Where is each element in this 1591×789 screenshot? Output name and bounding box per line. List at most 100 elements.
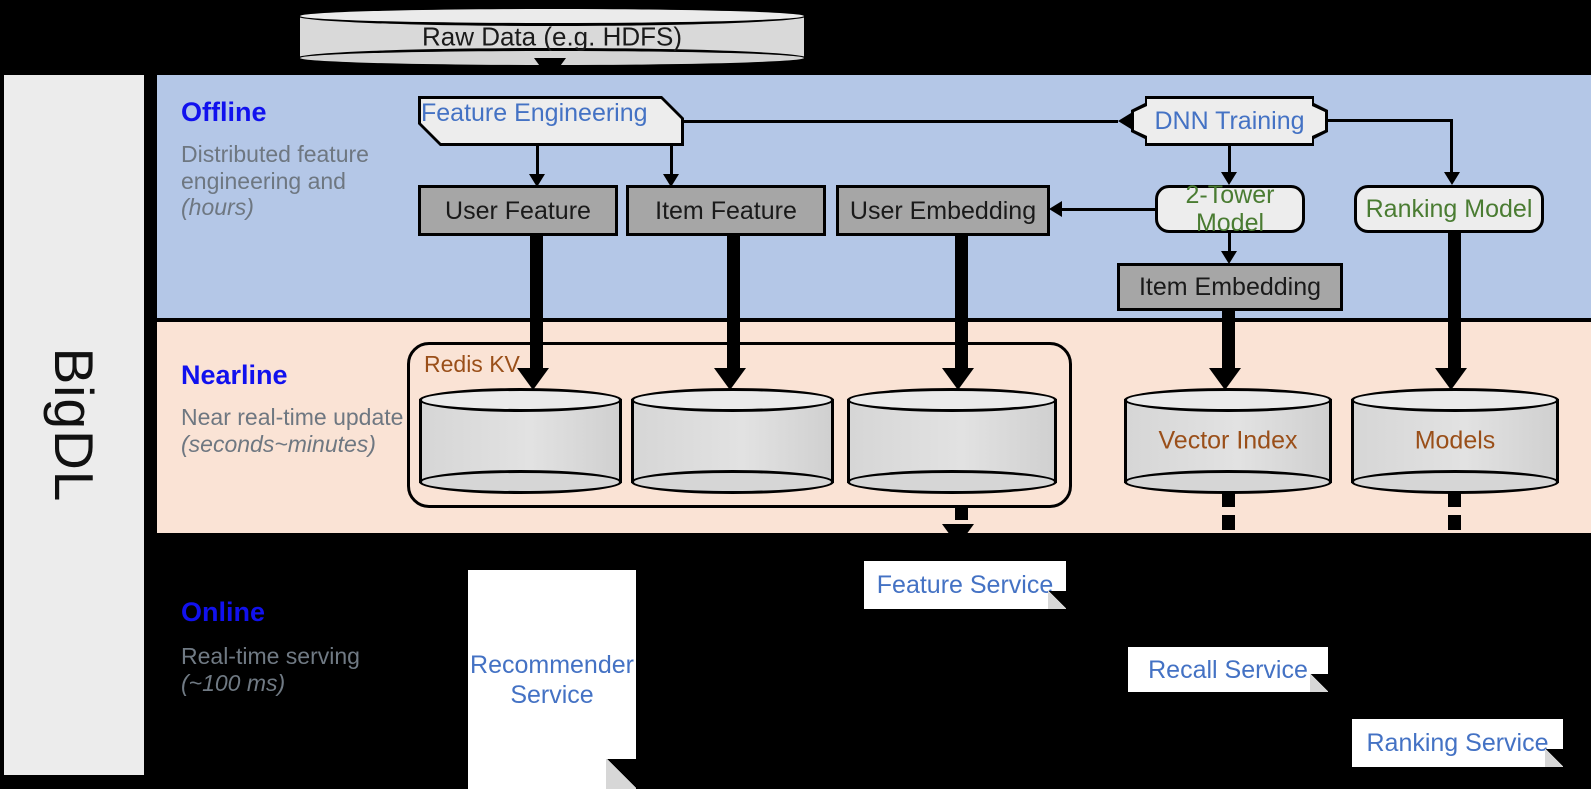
- cylinder-body: [1124, 399, 1332, 483]
- bigdl-label: BigDL: [43, 347, 105, 503]
- arrow-itemembedding-to-vectorindex-line: [1222, 311, 1235, 375]
- dash-rankingservice-2: [1448, 515, 1461, 530]
- arrow-rawdata-to-fe-head: [534, 58, 566, 80]
- arrow-rankingmodel-to-models-line: [1448, 233, 1461, 375]
- cylinder-body: [631, 399, 834, 483]
- cylinder-top: [631, 388, 834, 412]
- user-feature-box[interactable]: User Feature: [418, 185, 618, 236]
- user-feature-store-cylinder[interactable]: [419, 388, 622, 494]
- arrow-fe-to-userfeature-line: [536, 146, 539, 178]
- item-feature-box[interactable]: Item Feature: [626, 185, 826, 236]
- cylinder-top: [847, 388, 1057, 412]
- online-subtitle-italic: (~100 ms): [181, 669, 286, 696]
- arrow-dnn-to-ranking-head: [1444, 172, 1460, 185]
- arrow-userembedding-to-store-line: [955, 236, 968, 376]
- arrow-fe-to-dnn-head: [1118, 113, 1131, 129]
- feature-engineering-label: Feature Engineering: [421, 99, 648, 127]
- feature-service-label: Feature Service: [876, 571, 1054, 599]
- user-embedding-store-cylinder[interactable]: [847, 388, 1057, 494]
- arrow-userfeature-to-store-line: [530, 236, 543, 376]
- raw-data-cylinder: Raw Data (e.g. HDFS): [297, 6, 807, 68]
- ranking-model-box[interactable]: Ranking Model: [1354, 185, 1544, 233]
- two-tower-model-label: 2-Tower Model: [1185, 181, 1275, 237]
- recall-service-box[interactable]: Recall Service: [1128, 647, 1328, 692]
- offline-title: Offline: [181, 97, 267, 127]
- online-subtitle: Real-time serving (~100 ms): [181, 643, 416, 696]
- cylinder-bottom: [631, 470, 834, 494]
- arrow-itemfeature-to-store-head: [714, 368, 746, 390]
- arrow-itemembedding-to-vectorindex-head: [1209, 368, 1241, 390]
- nearline-subtitle-text: Near real-time update: [181, 404, 404, 430]
- ranking-service-box[interactable]: Ranking Service: [1352, 719, 1563, 767]
- cylinder-bottom: [419, 470, 622, 494]
- arrow-twotower-to-itemembedding-head: [1221, 251, 1237, 264]
- arrow-dnn-to-twotower-head: [1221, 172, 1237, 185]
- arrow-itemfeature-to-store-line: [727, 236, 740, 376]
- ranking-service-label: Ranking Service: [1366, 729, 1549, 757]
- arrow-fe-to-userfeature-head: [529, 174, 545, 187]
- online-subtitle-text: Real-time serving: [181, 643, 360, 669]
- offline-subtitle-italic: (hours): [181, 194, 254, 221]
- offline-subtitle: Distributed feature engineering and (hou…: [181, 141, 416, 221]
- arrow-rankingmodel-to-models-head: [1435, 368, 1467, 390]
- nearline-subtitle: Near real-time update (seconds~minutes): [181, 404, 416, 457]
- arrow-dnn-to-ranking-h: [1328, 119, 1453, 122]
- recall-service-label: Recall Service: [1148, 655, 1308, 684]
- cylinder-bottom: [1124, 470, 1332, 494]
- page-fold-icon: [1048, 591, 1066, 609]
- cylinder-top: [297, 6, 807, 26]
- dnn-training-box[interactable]: DNN Training: [1131, 96, 1328, 146]
- vector-index-cylinder[interactable]: Vector Index: [1124, 388, 1332, 494]
- feature-engineering-box[interactable]: Feature Engineering: [418, 96, 684, 146]
- user-feature-label: User Feature: [445, 196, 591, 225]
- dash-featureservice-1: [955, 505, 968, 520]
- cylinder-body: [419, 399, 622, 483]
- item-feature-store-cylinder[interactable]: [631, 388, 834, 494]
- item-feature-label: Item Feature: [655, 196, 797, 225]
- dash-recallservice-2: [1222, 515, 1235, 530]
- dnn-training-inner: DNN Training: [1134, 99, 1325, 143]
- feature-service-box[interactable]: Feature Service: [864, 561, 1066, 609]
- models-label: Models: [1414, 426, 1496, 455]
- dash-rankingservice-1: [1448, 492, 1461, 507]
- raw-data-label: Raw Data (e.g. HDFS): [421, 21, 683, 52]
- models-cylinder[interactable]: Models: [1351, 388, 1559, 494]
- recommender-service-box[interactable]: Recommender Service: [468, 570, 636, 789]
- cylinder-body: [1351, 399, 1559, 483]
- vector-index-label: Vector Index: [1158, 426, 1298, 455]
- nearline-subtitle-italic: (seconds~minutes): [181, 430, 376, 457]
- cylinder-top: [1124, 388, 1332, 412]
- arrow-userfeature-to-store-head: [517, 368, 549, 390]
- bigdl-rail: BigDL: [4, 75, 144, 775]
- user-embedding-box[interactable]: User Embedding: [836, 185, 1050, 236]
- arrow-dnn-to-ranking-v: [1450, 119, 1453, 177]
- dnn-training-label: DNN Training: [1154, 106, 1305, 135]
- feature-engineering-label-wrap: Feature Engineering: [421, 99, 681, 143]
- arrow-fe-to-itemfeature-line: [670, 146, 673, 178]
- arrow-dnn-to-twotower-line: [1228, 146, 1231, 176]
- online-title: Online: [181, 597, 266, 627]
- page-fold-icon: [1545, 749, 1563, 767]
- arrow-fe-to-itemfeature-head: [663, 174, 679, 187]
- recommender-service-label: Recommender Service: [470, 650, 634, 709]
- item-embedding-label: Item Embedding: [1138, 273, 1322, 301]
- page-fold-icon: [606, 759, 636, 789]
- arrow-twotower-to-userembedding-head: [1049, 201, 1062, 217]
- two-tower-model-box[interactable]: 2-Tower Model: [1155, 181, 1305, 237]
- nearline-title: Nearline: [181, 360, 288, 390]
- arrow-twotower-to-userembedding-line: [1062, 208, 1155, 211]
- arrow-userembedding-to-store-head: [942, 368, 974, 390]
- dash-recallservice-1: [1222, 492, 1235, 507]
- user-embedding-label: User Embedding: [849, 196, 1037, 225]
- cylinder-bottom: [847, 470, 1057, 494]
- offline-subtitle-text: Distributed feature engineering and: [181, 141, 369, 194]
- arrow-fe-to-dnn-line: [684, 120, 1118, 123]
- cylinder-top: [419, 388, 622, 412]
- item-embedding-box[interactable]: Item Embedding: [1117, 263, 1343, 311]
- page-fold-icon: [1310, 674, 1328, 692]
- cylinder-body: [847, 399, 1057, 483]
- cylinder-top: [1351, 388, 1559, 412]
- cylinder-bottom: [1351, 470, 1559, 494]
- ranking-model-label: Ranking Model: [1365, 195, 1533, 223]
